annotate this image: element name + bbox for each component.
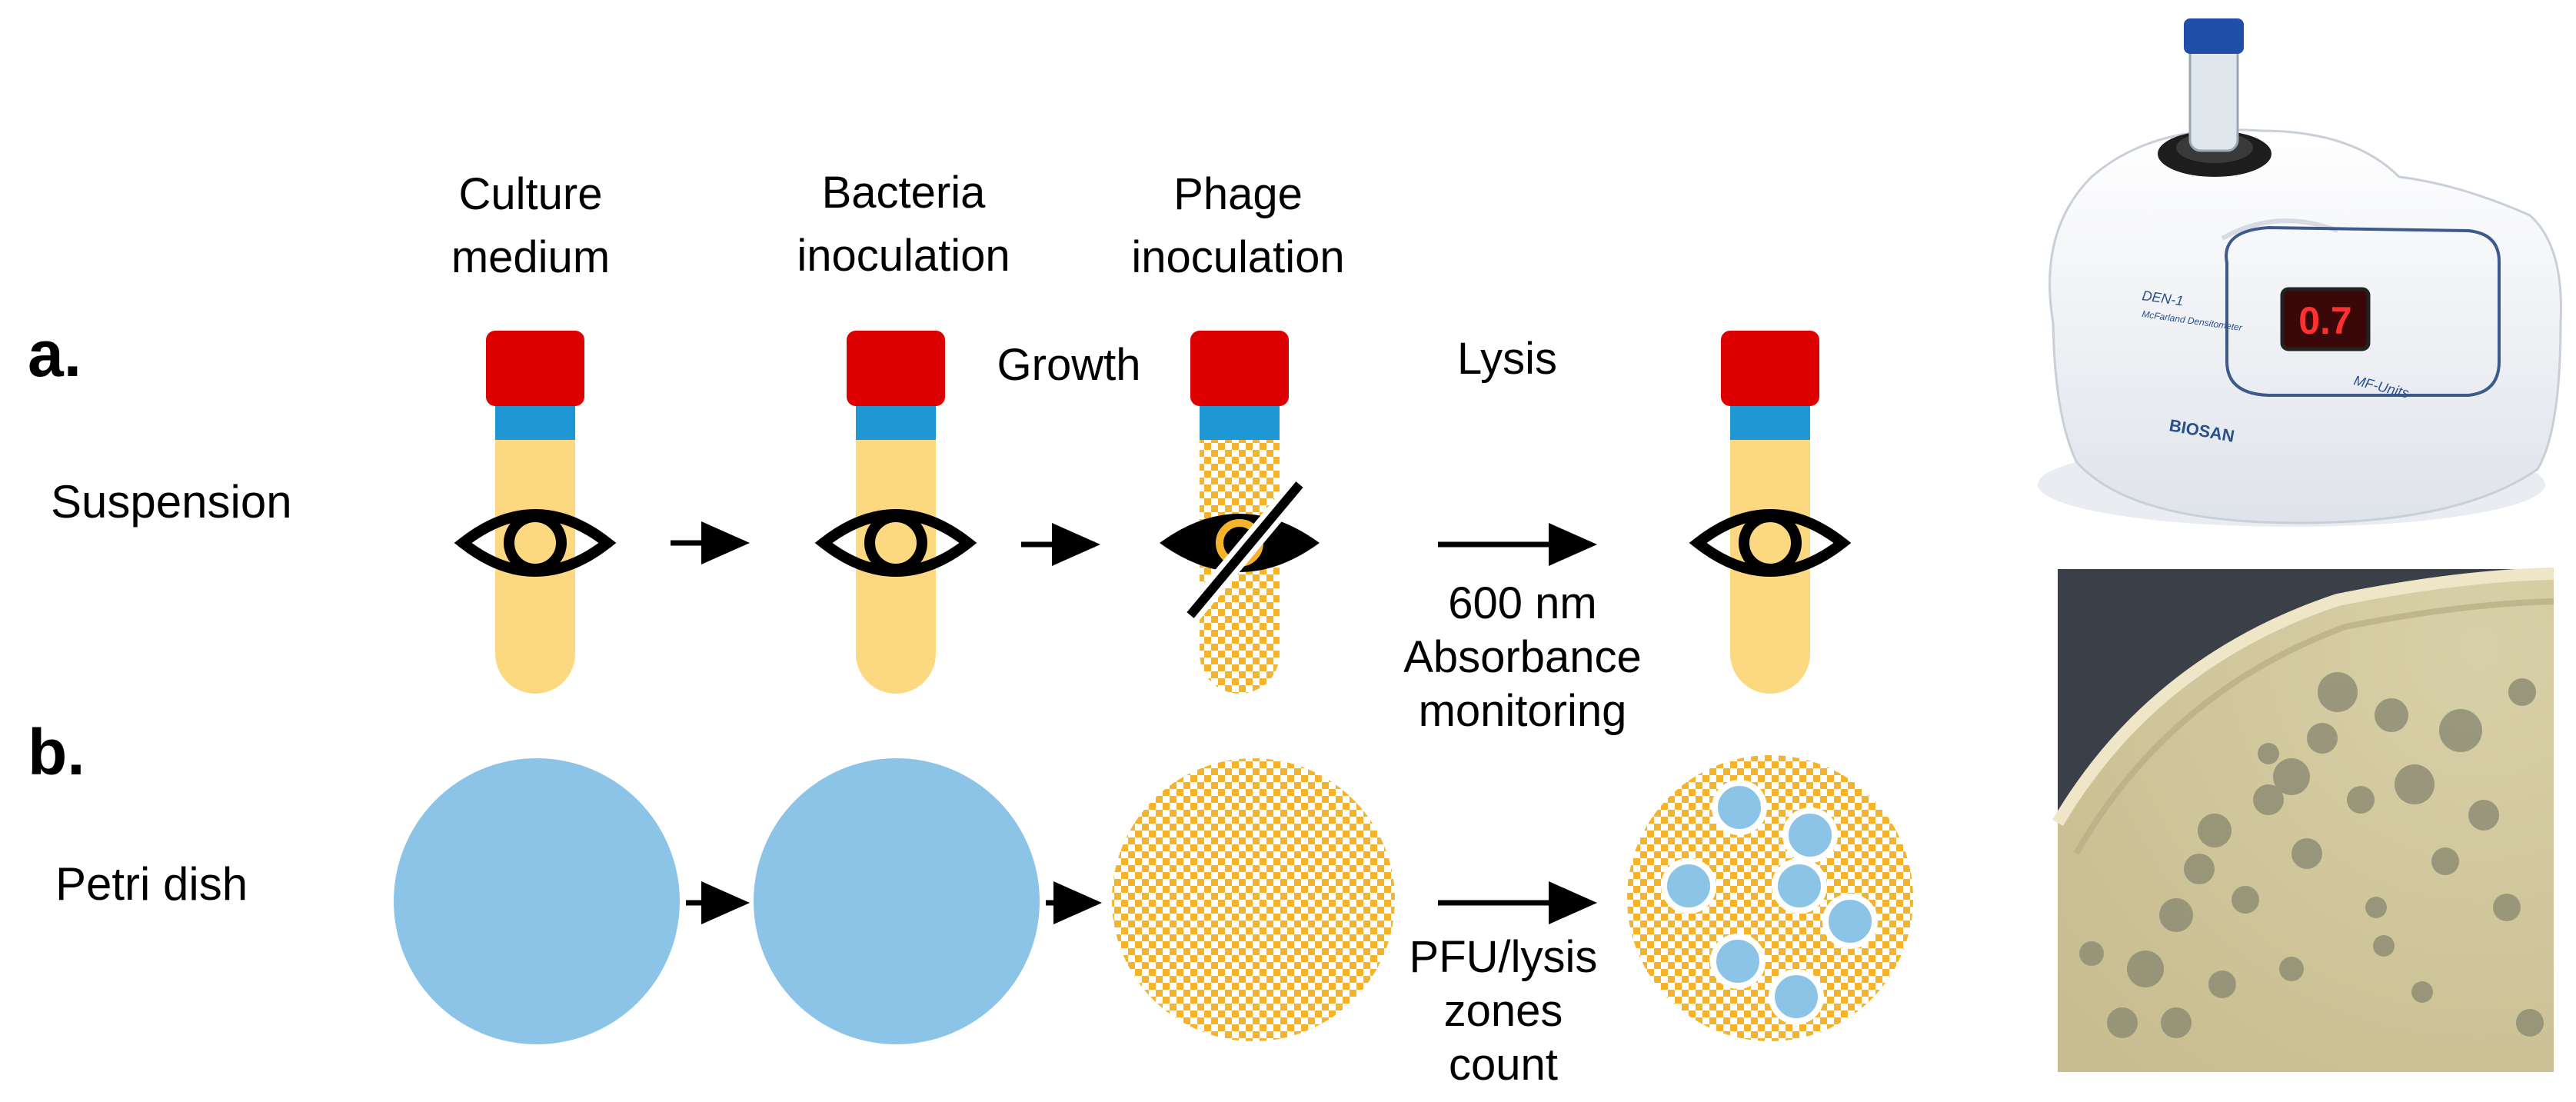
tube-cap: [1721, 331, 1819, 406]
tube-cap: [847, 331, 945, 406]
cuvette-tube: [2188, 42, 2239, 152]
eye-icon: [814, 509, 977, 577]
petri-dish-with-plaques: [1627, 755, 1913, 1041]
tube-band: [495, 406, 575, 440]
petri-dish-bacterial-lawn: [1112, 758, 1395, 1041]
eye-icon: [454, 509, 617, 577]
eye-icon: [1689, 509, 1852, 577]
petri-dish-bacteria: [754, 758, 1040, 1044]
cuvette-cap: [2184, 18, 2244, 54]
tube-bacteria-inoculation: [814, 331, 977, 694]
step-growth-label: Growth: [997, 340, 1141, 390]
tube-band: [1200, 406, 1280, 440]
header-culture-medium-line1: Culture: [458, 169, 603, 219]
tube-culture-medium: [454, 331, 617, 694]
plaque-spots: [2079, 672, 2544, 1038]
header-phage-line1: Phage: [1173, 169, 1303, 219]
row-a-side-label: Suspension: [51, 476, 292, 528]
tube-band: [856, 406, 936, 440]
device-display-value: 0.7: [2298, 299, 2352, 342]
tube-cap: [486, 331, 584, 406]
absorbance-line2: Absorbance: [1403, 632, 1642, 682]
header-bacteria-line1: Bacteria: [821, 168, 986, 218]
row-a-letter: a.: [28, 318, 82, 390]
petri-dish-culture-medium: [394, 758, 680, 1044]
header-bacteria-inoculation: Bacteria inoculation: [769, 161, 1038, 288]
header-bacteria-line2: inoculation: [797, 231, 1010, 281]
eye-slash-icon: [1160, 478, 1320, 622]
absorbance-label: 600 nm Absorbance monitoring: [1399, 577, 1646, 738]
row-b-side-label: Petri dish: [55, 858, 248, 910]
step-lysis-label: Lysis: [1457, 334, 1557, 384]
plaque-icon: [1661, 780, 1878, 1024]
plaque-plate-photo: [2052, 568, 2554, 1072]
header-culture-medium: Culture medium: [415, 163, 646, 289]
pfu-line2: zones: [1443, 986, 1563, 1036]
pfu-line3: count: [1449, 1040, 1558, 1090]
absorbance-line3: monitoring: [1418, 686, 1627, 736]
densitometer-photo: 0.7 DEN-1 McFarland Densitometer MF-Unit…: [2038, 0, 2576, 554]
header-phage-inoculation: Phage inoculation: [1107, 163, 1369, 289]
header-culture-medium-line2: medium: [451, 232, 611, 282]
tube-cap: [1190, 331, 1289, 406]
tube-band: [1730, 406, 1810, 440]
row-b-letter: b.: [28, 716, 85, 788]
pfu-label: PFU/lysis zones count: [1384, 931, 1622, 1092]
pfu-line1: PFU/lysis: [1409, 932, 1598, 982]
absorbance-line1: 600 nm: [1448, 578, 1597, 628]
device-display: [2280, 287, 2371, 351]
header-phage-line2: inoculation: [1131, 232, 1345, 282]
tube-after-lysis: [1689, 331, 1852, 694]
tube-phage-inoculation: [1160, 331, 1320, 694]
